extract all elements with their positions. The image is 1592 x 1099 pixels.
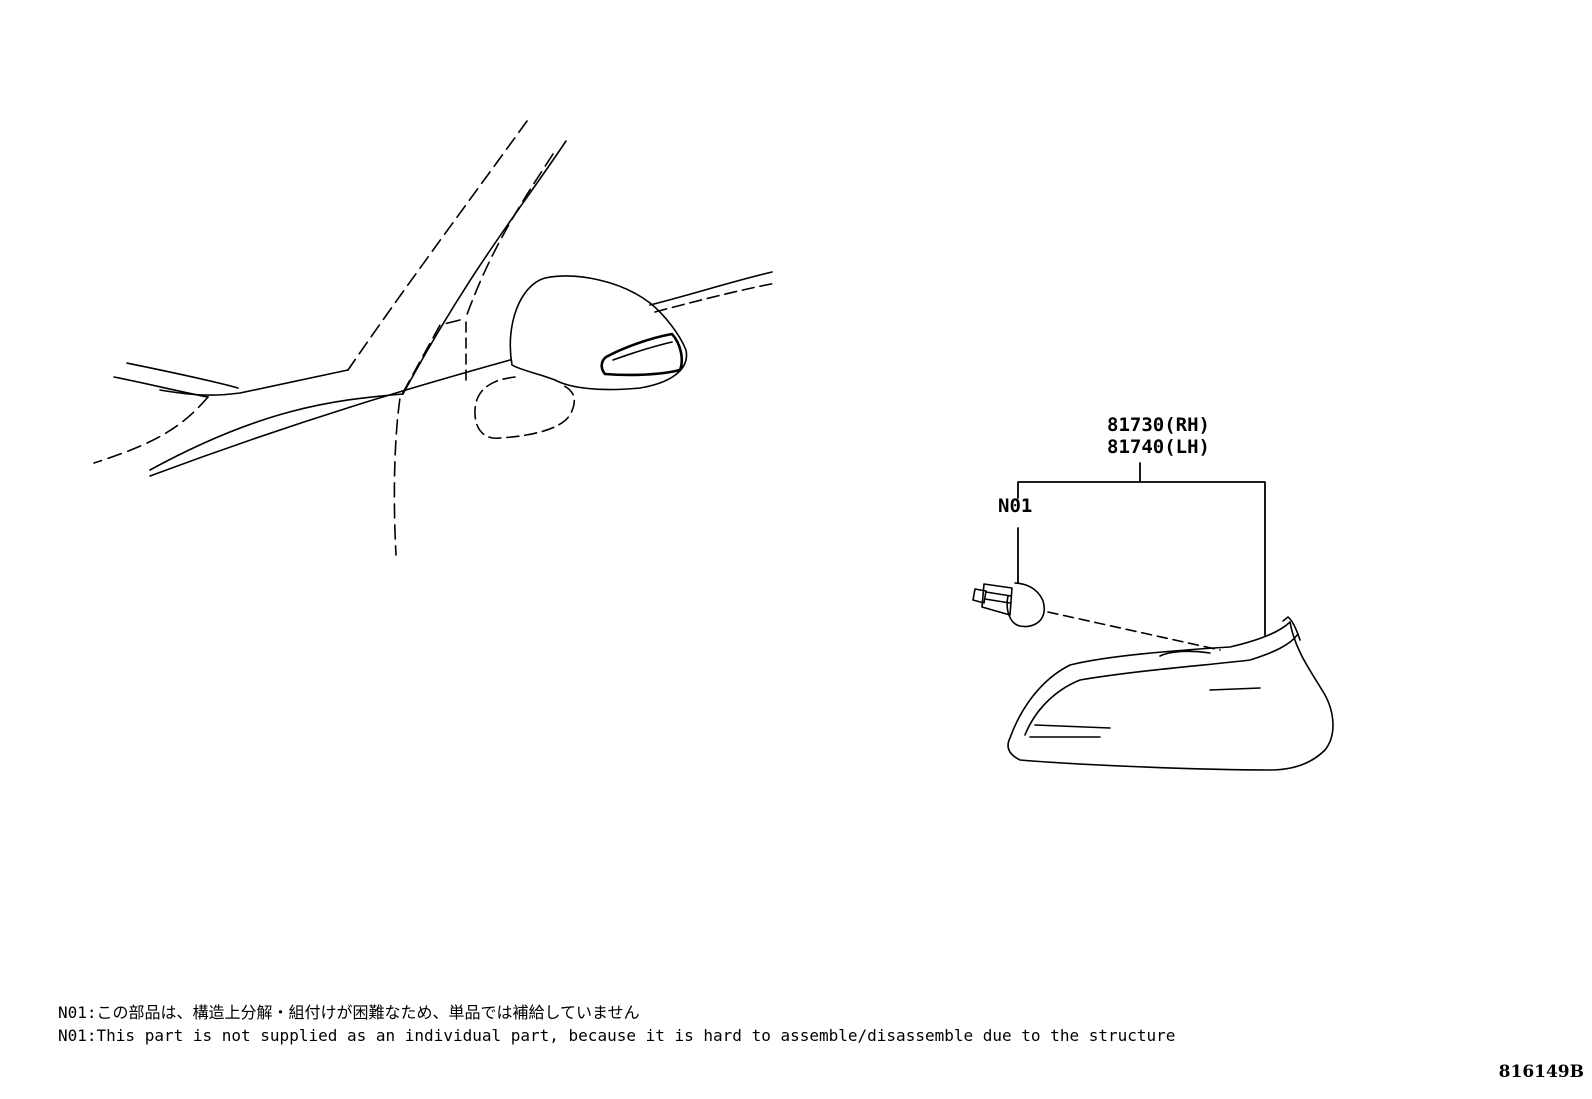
vehicle-context-drawing	[93, 120, 777, 556]
note-english: N01:This part is not supplied as an indi…	[58, 1026, 1176, 1045]
lamp-lens-outer	[1007, 621, 1334, 771]
fender-curve	[93, 396, 209, 464]
outer-mirror	[474, 275, 688, 439]
a-pillar-outer	[347, 120, 528, 371]
windshield-base	[159, 369, 349, 396]
bulb-glass	[1006, 582, 1045, 628]
part-number-lh: 81740(LH)	[1107, 436, 1210, 458]
turn-signal-lamp-assembly	[1007, 616, 1334, 771]
bulb-base-ribs	[972, 588, 1012, 604]
a-pillar-inner	[402, 140, 567, 395]
bulb-to-lamp-dashed	[1047, 611, 1221, 651]
a-pillar-edge	[464, 153, 554, 321]
door-beltline-upper	[149, 393, 404, 471]
bulb-base	[981, 583, 1013, 616]
part-number-rh: 81730(RH)	[1107, 414, 1210, 436]
mirror-turn-signal-lamp	[600, 332, 684, 377]
window-line	[649, 271, 773, 306]
lamp-reflector-lines	[1029, 687, 1261, 738]
parts-detail-drawing	[972, 462, 1334, 771]
bulb	[972, 582, 1045, 628]
lamp-lens-inner	[1024, 633, 1299, 736]
mirror-housing	[509, 275, 688, 391]
figure-id: 816149B	[1498, 1062, 1584, 1082]
window-line-dashed	[654, 282, 777, 313]
note-japanese: N01:この部品は、構造上分解・組付けが困難なため、単品では補給していません	[58, 1003, 640, 1022]
door-beltline-lower	[149, 359, 511, 477]
mirror-glass-dashed	[474, 376, 576, 439]
hood-line-lower	[113, 376, 209, 398]
mirror-lamp-inner	[612, 341, 673, 361]
note-ref-label: N01	[998, 495, 1033, 517]
door-front-edge	[393, 319, 461, 556]
lamp-flange-tab	[1282, 616, 1301, 641]
lamp-socket	[1159, 650, 1211, 657]
leader-line-main	[1017, 462, 1266, 636]
hood-line-upper	[126, 362, 239, 389]
